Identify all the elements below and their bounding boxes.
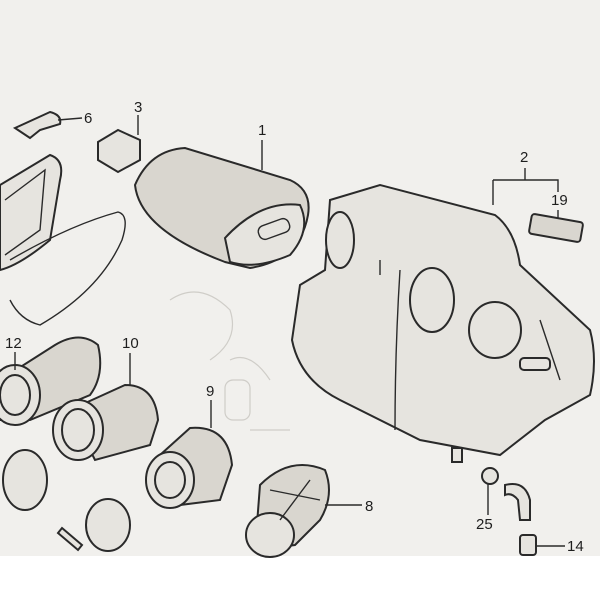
part-25-clip — [481, 467, 499, 485]
part-label-10: 10 — [122, 335, 139, 352]
part-label-6: 6 — [84, 110, 93, 127]
air-cleaner-cover — [0, 153, 63, 272]
clamp-ring — [2, 449, 48, 511]
part-label-2: 2 — [520, 149, 529, 166]
part-8-tube — [245, 464, 330, 558]
part-label-9: 9 — [206, 383, 215, 400]
clamp-ring — [85, 498, 131, 552]
part-1-filter-element — [133, 146, 310, 270]
part-2-air-cleaner-case — [290, 183, 595, 463]
part-label-1: 1 — [258, 122, 267, 139]
part-label-14: 14 — [567, 538, 584, 555]
part-9-tube — [145, 426, 234, 509]
bolt — [56, 526, 84, 552]
gasket-seal — [9, 211, 126, 326]
part-14-hose — [504, 483, 531, 521]
part-label-25: 25 — [476, 516, 493, 533]
part-label-12: 12 — [5, 335, 22, 352]
part-6-clip — [12, 110, 62, 140]
part-label-3: 3 — [134, 99, 143, 116]
faint-background-parts — [169, 291, 290, 431]
part-10-tube — [52, 383, 160, 462]
leader-lines — [14, 115, 565, 547]
part-3-block — [97, 128, 141, 174]
part-19-foam — [528, 213, 584, 243]
part-label-8: 8 — [365, 498, 374, 515]
drain-plug — [519, 534, 537, 556]
part-label-19: 19 — [551, 192, 568, 209]
